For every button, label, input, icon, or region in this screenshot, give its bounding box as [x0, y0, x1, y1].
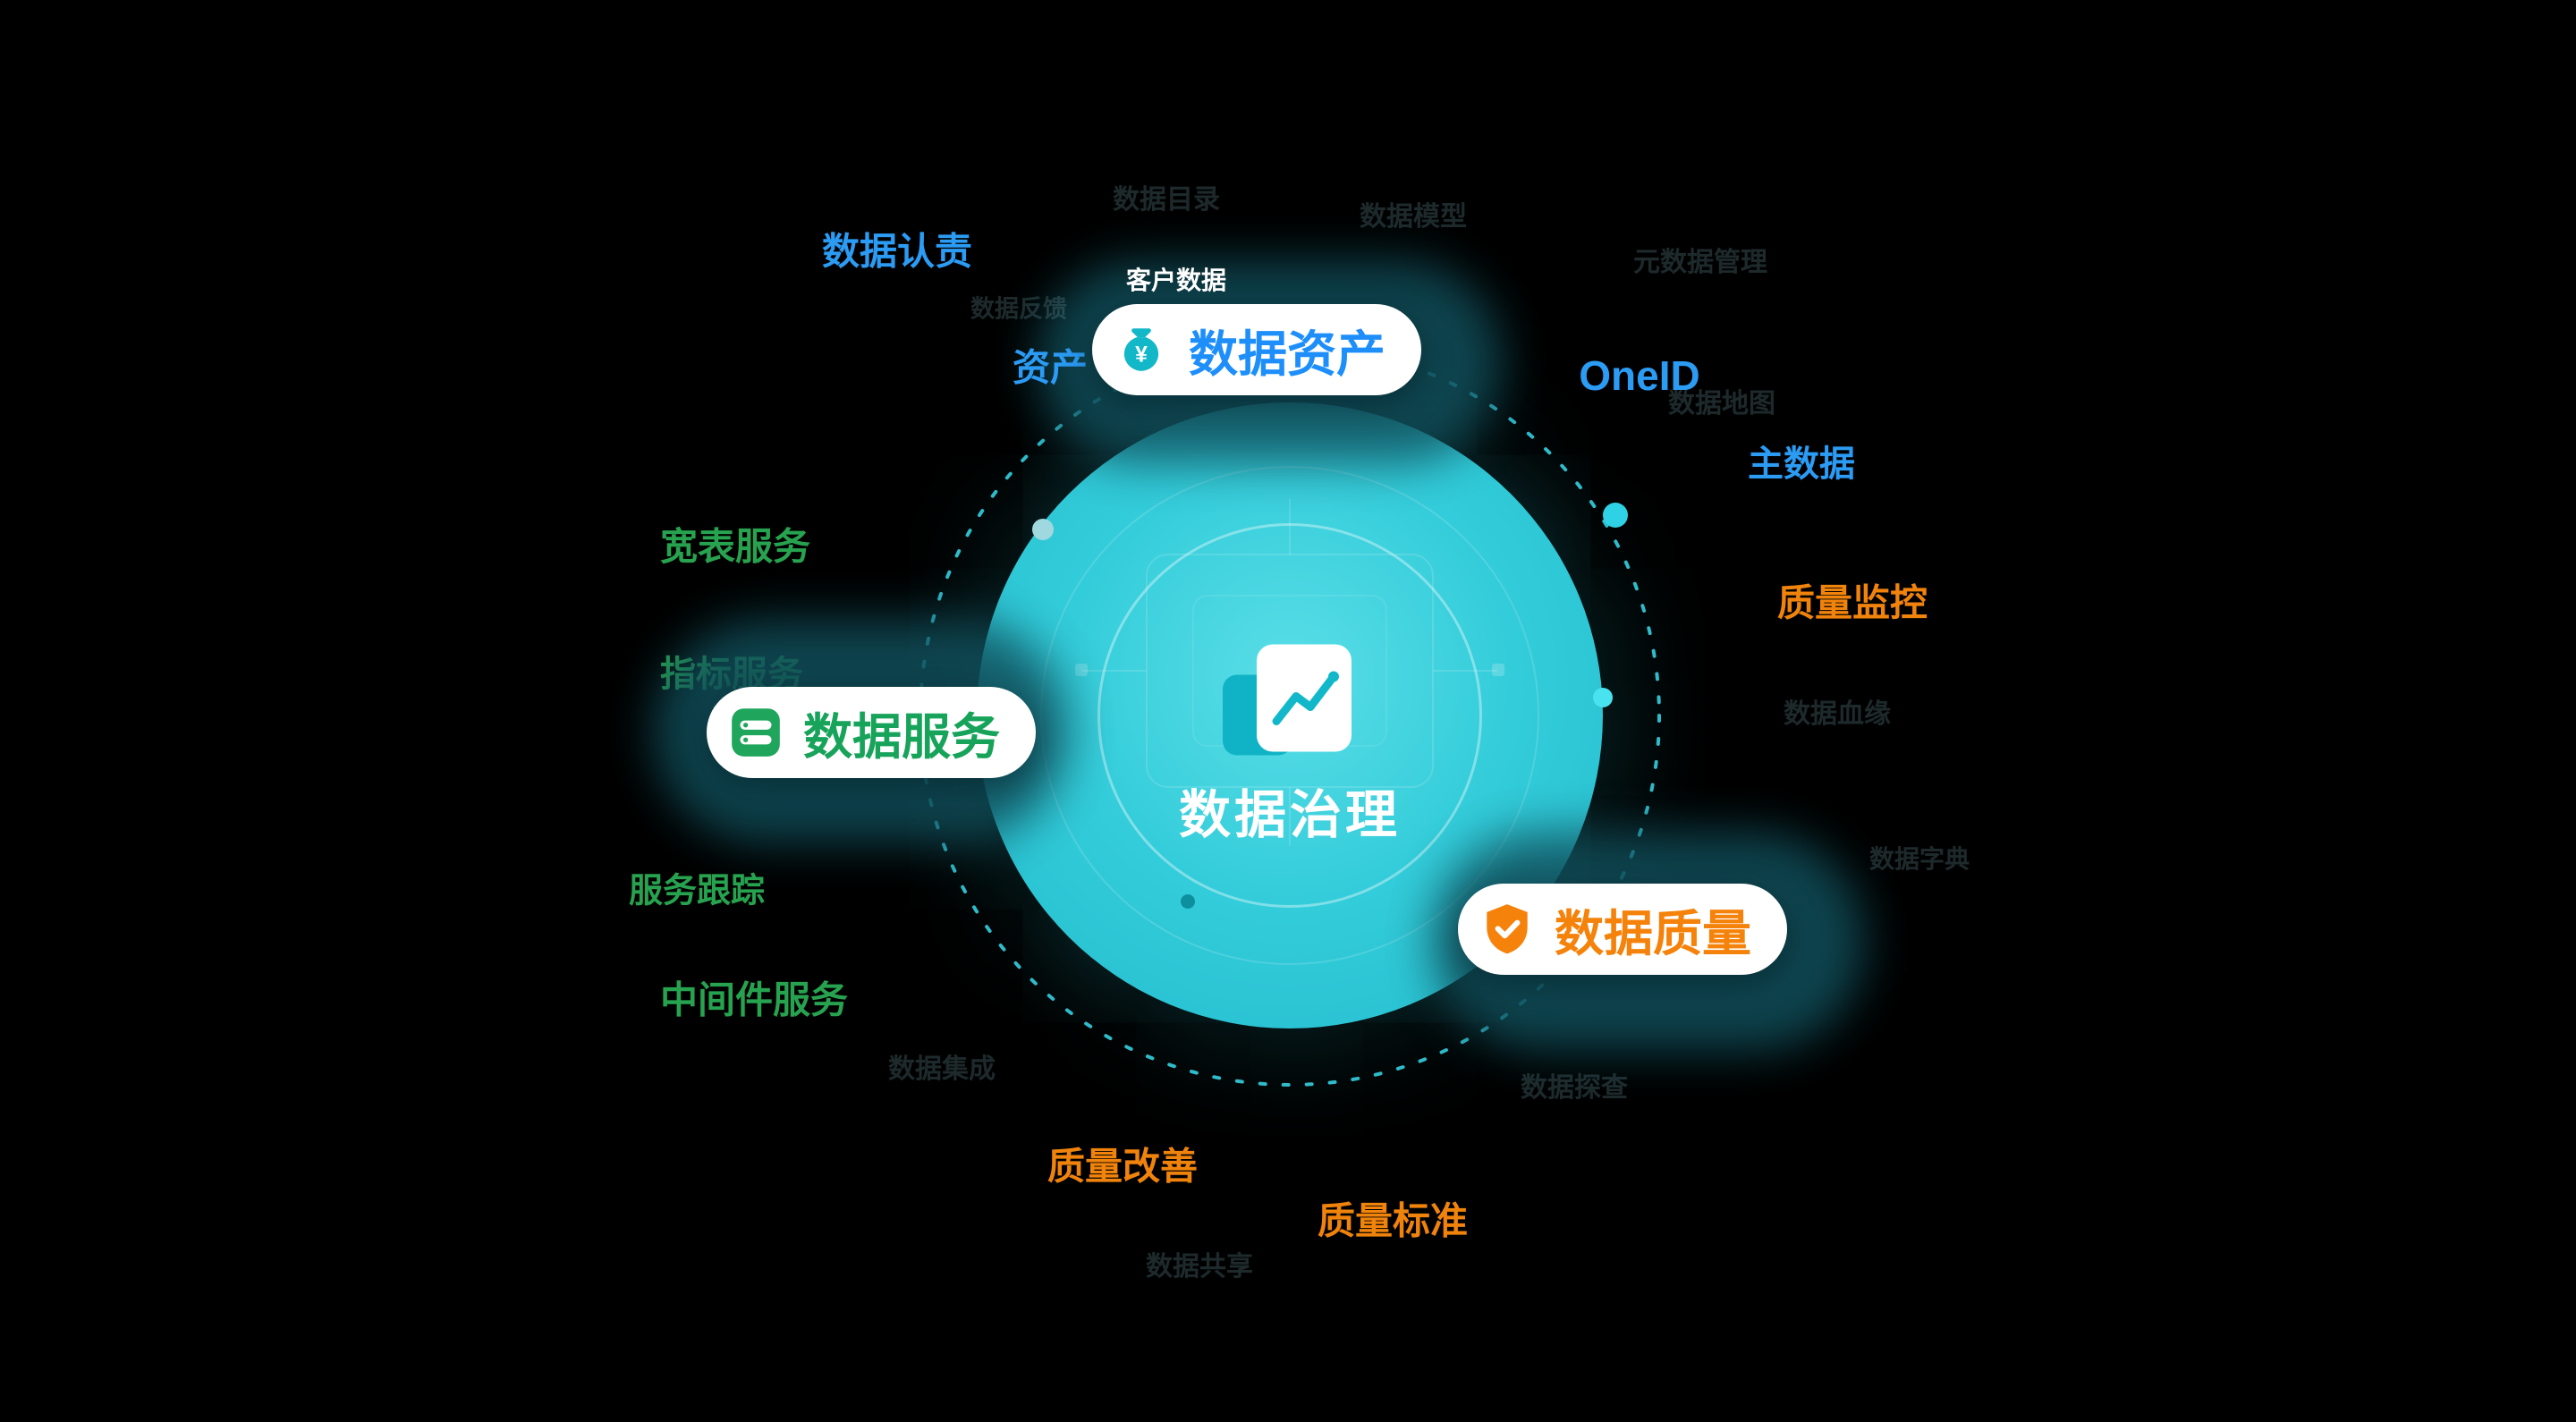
- faint-keyword: 数据模型: [1360, 202, 1467, 232]
- customer-data-tag: 客户数据: [1125, 267, 1227, 294]
- keyword-quality-improvement: 质量改善: [1046, 1145, 1199, 1188]
- faint-keyword: 数据集成: [888, 1054, 996, 1084]
- keyword-quality-standard: 质量标准: [1317, 1199, 1469, 1242]
- keyword-quality-monitoring: 质量监控: [1776, 581, 1928, 624]
- faint-keyword: 数据探查: [1521, 1073, 1628, 1103]
- data-services-pill: 数据服务: [707, 687, 1037, 778]
- keyword-wide-table-service: 宽表服务: [659, 525, 811, 568]
- keyword-data-responsibility: 数据认责: [821, 230, 973, 273]
- keyword-middleware-service: 中间件服务: [659, 978, 849, 1021]
- faint-keyword: 数据血缘: [1784, 699, 1891, 729]
- faint-keyword: 数据反馈: [970, 295, 1067, 323]
- shield-check-icon: [1487, 904, 1528, 954]
- data-assets-pill: ¥ 数据资产: [1092, 304, 1422, 395]
- data-assets-label: 数据资产: [1189, 326, 1386, 382]
- faint-keyword: 数据地图: [1668, 389, 1775, 419]
- orbit-dot: [1181, 894, 1195, 909]
- orbit-dot: [1032, 519, 1054, 540]
- data-quality-pill: 数据质量: [1458, 884, 1788, 975]
- keyword-assets-partial: 资产: [1012, 346, 1089, 389]
- center-title: 数据治理: [1178, 786, 1402, 844]
- orbit-dot: [1593, 688, 1613, 707]
- center-doc-chart-icon: [1214, 638, 1366, 776]
- keyword-service-tracking: 服务跟踪: [628, 872, 766, 910]
- svg-text:¥: ¥: [1135, 343, 1148, 367]
- faint-keyword: 数据目录: [1113, 185, 1220, 215]
- money-bag-icon: ¥: [1123, 328, 1159, 371]
- orbit-dot: [1603, 503, 1628, 528]
- faint-keyword: 数据字典: [1868, 845, 1970, 873]
- keyword-oneid: OneID: [1579, 352, 1700, 399]
- data-services-label: 数据服务: [803, 709, 1001, 765]
- inner-ring: [1097, 523, 1482, 908]
- faint-keyword: 数据共享: [1146, 1252, 1253, 1282]
- data-quality-label: 数据质量: [1555, 906, 1752, 961]
- keyword-master-data: 主数据: [1748, 444, 1855, 484]
- service-stack-icon: [732, 708, 780, 757]
- faint-keyword: 元数据管理: [1633, 248, 1767, 277]
